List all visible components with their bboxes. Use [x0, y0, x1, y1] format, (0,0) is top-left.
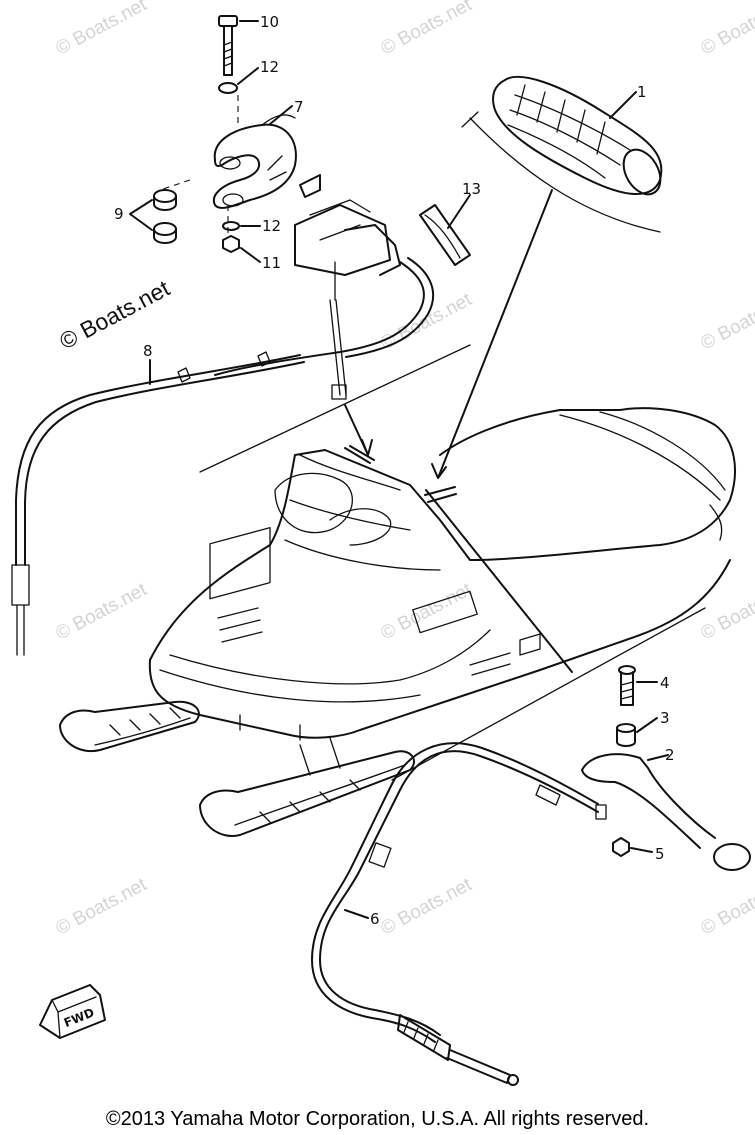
- watermark: © Boats.net: [697, 874, 755, 940]
- spacer-parts-9: [153, 189, 177, 244]
- leader-line: [129, 199, 153, 231]
- callout-9: 9: [114, 205, 124, 223]
- watermark: © Boats.net: [697, 289, 755, 355]
- bracket-part-7: [159, 95, 297, 235]
- collar-part-3: [616, 723, 636, 747]
- leader-line: [240, 247, 261, 263]
- washer-nut-parts: [222, 221, 240, 253]
- throttle-housing: [294, 174, 401, 400]
- leader-line: [447, 194, 471, 229]
- reference-arrow: [431, 189, 553, 479]
- handlebar-grip: [461, 75, 663, 233]
- watermark: © Boats.net: [697, 579, 755, 645]
- callout-13: 13: [462, 180, 481, 198]
- callout-12: 12: [260, 58, 279, 76]
- watermark-group: © Boats.net © Boats.net © Boats.net © Bo…: [52, 0, 755, 939]
- snowmobile-body: [148, 407, 736, 741]
- clip-part-13: [419, 204, 471, 266]
- callout-12-lower: 12: [262, 217, 281, 235]
- watermark: © Boats.net: [52, 874, 150, 940]
- callout-1: 1: [637, 83, 647, 101]
- watermark: © Boats.net: [697, 0, 755, 59]
- bolt-part-4: [618, 665, 636, 706]
- callout-2: 2: [665, 746, 675, 764]
- watermark: © Boats.net: [52, 0, 150, 59]
- callout-5: 5: [655, 845, 665, 863]
- watermark-strong: © Boats.net: [55, 275, 174, 355]
- copyright-notice: ©2013 Yamaha Motor Corporation, U.S.A. A…: [105, 1108, 650, 1130]
- watermark: © Boats.net: [377, 579, 475, 645]
- cable-part-8: [11, 351, 305, 656]
- leader-line: [609, 91, 637, 119]
- nut-part-5: [612, 837, 630, 857]
- watermark: © Boats.net: [377, 874, 475, 940]
- watermark: © Boats.net: [52, 579, 150, 645]
- leader-line: [344, 909, 369, 919]
- fwd-direction-icon: FWD: [39, 984, 106, 1039]
- callout-4: 4: [660, 674, 670, 692]
- parts-diagram: © Boats.net © Boats.net © Boats.net © Bo…: [11, 0, 755, 1086]
- callout-10: 10: [260, 13, 279, 31]
- separator-line: [199, 344, 471, 473]
- separator-line: [391, 607, 706, 781]
- leader-line: [237, 67, 259, 85]
- watermark: © Boats.net: [377, 0, 475, 59]
- leader-line: [636, 717, 658, 733]
- callout-8: 8: [143, 342, 153, 360]
- callout-11: 11: [262, 254, 281, 272]
- reference-arrow: [425, 489, 573, 673]
- bolt-part-10: [218, 15, 238, 76]
- leader-line: [269, 105, 293, 125]
- snowmobile-skis: [59, 700, 415, 837]
- leader-line: [647, 754, 669, 761]
- callout-7: 7: [294, 98, 304, 116]
- lever-part-2: [581, 753, 751, 871]
- callout-3: 3: [660, 709, 670, 727]
- reference-arrow-tip: [344, 445, 457, 503]
- cable-part-6: [311, 742, 607, 1086]
- leader-line: [630, 847, 653, 853]
- throttle-cable-upper: [214, 257, 435, 376]
- reference-arrow: [344, 404, 373, 456]
- washer-part-12: [218, 82, 238, 94]
- callout-6: 6: [370, 910, 380, 928]
